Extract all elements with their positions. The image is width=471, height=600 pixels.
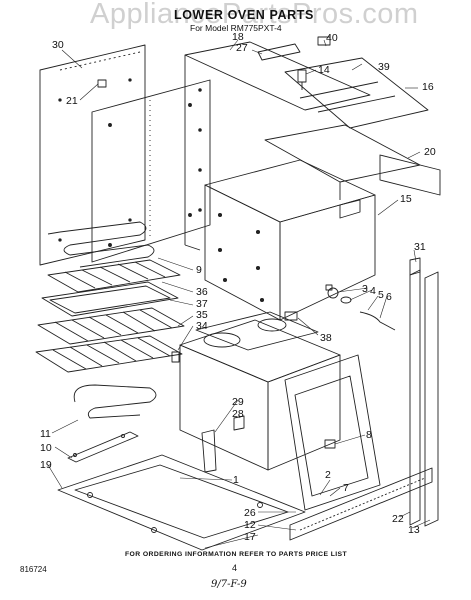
broil-pan-grid — [47, 259, 181, 293]
page-number: 4 — [232, 563, 238, 573]
side-trim-strips — [409, 257, 439, 527]
callout-34: 34 — [196, 320, 208, 332]
callout-18: 18 — [232, 31, 244, 43]
vent-trim — [289, 467, 433, 541]
watermark: AppliancePartsPros.com — [90, 0, 419, 30]
callout-11: 11 — [40, 428, 51, 440]
handwritten-date: 9/7-F-9 — [211, 579, 247, 590]
back-panel — [39, 44, 146, 266]
callout-6: 6 — [386, 291, 392, 303]
broil-element — [47, 221, 155, 268]
callout-17: 17 — [244, 531, 256, 543]
callout-15: 15 — [400, 193, 412, 205]
callout-38: 38 — [320, 332, 332, 344]
callout-40: 40 — [326, 32, 338, 44]
callout-leader-lines — [47, 39, 431, 549]
left-side-panel — [91, 79, 211, 263]
callout-2: 2 — [325, 469, 331, 481]
callout-4: 4 — [370, 285, 376, 297]
callout-9: 9 — [196, 264, 202, 276]
callout-26: 26 — [244, 507, 256, 519]
callout-29: 29 — [232, 396, 244, 408]
callout-27: 27 — [236, 42, 248, 54]
callout-19: 19 — [40, 459, 52, 471]
top-panel — [184, 41, 371, 251]
callout-35: 35 — [196, 309, 208, 321]
oven-rack-lower — [35, 335, 183, 373]
callout-22: 22 — [392, 513, 404, 525]
callout-7: 7 — [343, 482, 349, 494]
callout-8: 8 — [366, 429, 372, 441]
oven-liner — [171, 311, 341, 471]
callout-3: 3 — [362, 283, 368, 295]
light-lens — [284, 311, 298, 321]
callout-36: 36 — [196, 286, 208, 298]
callout-31: 31 — [414, 241, 426, 253]
sensor-component — [297, 69, 307, 90]
callout-1: 1 — [233, 474, 239, 486]
oven-rack-upper — [37, 307, 185, 345]
element-bracket — [67, 431, 139, 463]
callout-14: 14 — [318, 64, 330, 76]
callout-21: 21 — [66, 95, 78, 107]
callout-28: 28 — [232, 408, 244, 420]
heat-shield — [284, 57, 429, 129]
page-title: LOWER OVEN PARTS — [174, 8, 314, 22]
callout-10: 10 — [40, 442, 52, 454]
callout-30: 30 — [52, 39, 64, 51]
mounting-brackets — [201, 415, 245, 473]
callout-13: 13 — [408, 524, 420, 536]
bake-element — [73, 384, 157, 419]
oven-front-frame — [284, 354, 381, 511]
callout-20: 20 — [424, 146, 436, 158]
callout-5: 5 — [378, 289, 384, 301]
callout-37: 37 — [196, 298, 208, 310]
broil-pan — [41, 281, 179, 317]
document-number: 816724 — [20, 565, 47, 574]
rear-shield — [264, 124, 441, 200]
top-bracket — [257, 36, 331, 61]
callout-16: 16 — [422, 81, 434, 93]
light-socket-assembly — [325, 284, 396, 331]
model-subtitle: For Model RM775PXT-4 — [190, 23, 282, 33]
oven-box-housing — [204, 159, 376, 321]
callout-39: 39 — [378, 61, 390, 73]
ordering-note: FOR ORDERING INFORMATION REFER TO PARTS … — [125, 551, 348, 558]
callout-12: 12 — [244, 519, 256, 531]
